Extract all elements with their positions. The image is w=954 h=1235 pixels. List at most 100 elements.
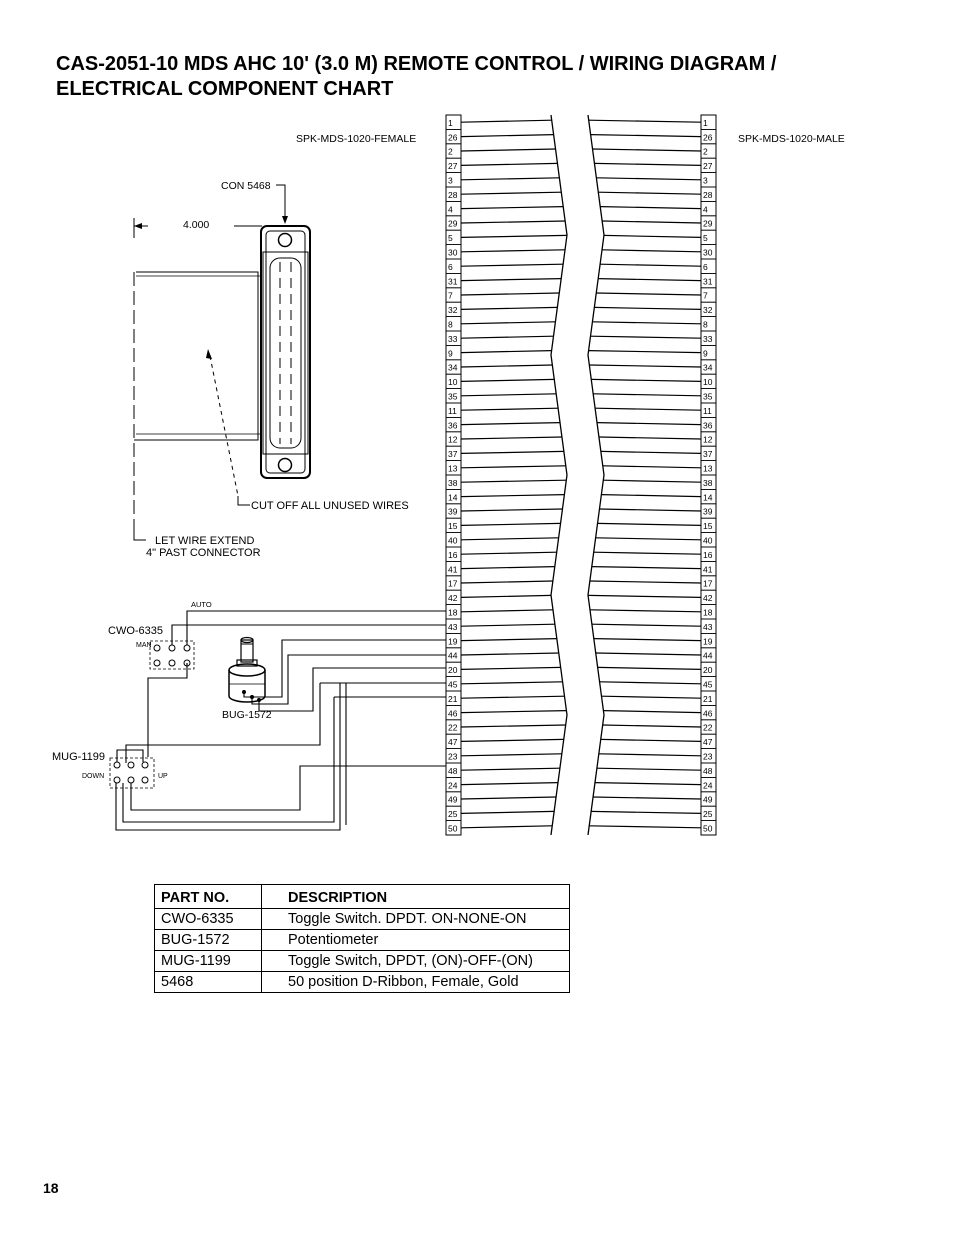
description-cell: Toggle Switch, DPDT, (ON)-OFF-(ON) xyxy=(261,950,570,972)
switch1-man-label: MAN xyxy=(136,642,152,649)
female-pin-label: 29 xyxy=(448,219,458,229)
chart-header-row: PART NO. DESCRIPTION xyxy=(154,884,570,909)
description-cell: 50 position D-Ribbon, Female, Gold xyxy=(261,971,570,993)
part-number-cell: MUG-1199 xyxy=(154,950,262,972)
female-pin-label: 40 xyxy=(448,536,458,546)
ribbon-wire-right xyxy=(590,134,702,138)
ribbon-wire-right xyxy=(597,666,702,670)
male-pin-label: 23 xyxy=(703,752,713,762)
ribbon-wire-right xyxy=(599,681,702,685)
ribbon-wire-right xyxy=(599,508,702,512)
ribbon-wire-left xyxy=(460,494,565,498)
description-cell: Potentiometer xyxy=(261,929,570,951)
ribbon-wire-left xyxy=(460,350,552,354)
female-pin-label: 32 xyxy=(448,305,458,315)
female-pin-strip: 1262273284295306317328339341035113612371… xyxy=(445,114,462,836)
ribbon-wire-right xyxy=(594,306,702,310)
table-row: 5468 50 position D-Ribbon, Female, Gold xyxy=(154,971,570,993)
male-pin-label: 15 xyxy=(703,521,713,531)
male-pin-label: 46 xyxy=(703,708,713,718)
ribbon-wires xyxy=(460,114,702,836)
ribbon-wire-right xyxy=(588,119,702,123)
female-pin-label: 22 xyxy=(448,723,458,733)
male-pin-label: 19 xyxy=(703,636,713,646)
ribbon-break-left xyxy=(550,114,568,836)
female-pin-label: 45 xyxy=(448,680,458,690)
male-pin-label: 47 xyxy=(703,737,713,747)
female-pin-label: 23 xyxy=(448,752,458,762)
ribbon-wire-right xyxy=(602,724,702,728)
ribbon-wire-left xyxy=(460,796,556,800)
title-line-2: ELECTRICAL COMPONENT CHART xyxy=(56,78,394,100)
ribbon-wire-left xyxy=(460,378,555,382)
ribbon-wire-left xyxy=(460,566,555,570)
header-description: DESCRIPTION xyxy=(261,884,570,909)
female-pin-label: 49 xyxy=(448,795,458,805)
female-pin-label: 16 xyxy=(448,550,458,560)
female-pin-label: 20 xyxy=(448,665,458,675)
female-pin-label: 3 xyxy=(448,176,453,186)
male-pin-label: 37 xyxy=(703,449,713,459)
male-pin-label: 11 xyxy=(703,406,712,416)
ribbon-wire-left xyxy=(460,335,554,339)
female-pin-label: 11 xyxy=(448,406,457,416)
female-pin-label: 12 xyxy=(448,435,458,445)
ribbon-wire-left xyxy=(460,753,562,757)
ribbon-wire-right xyxy=(603,465,702,469)
male-connector-label: SPK-MDS-1020-MALE xyxy=(738,133,845,145)
ribbon-wire-right xyxy=(592,623,702,627)
ribbon-wire-left xyxy=(460,422,561,426)
ribbon-wire-right xyxy=(603,234,702,238)
male-pin-label: 24 xyxy=(703,780,713,790)
ribbon-wire-left xyxy=(460,393,557,397)
female-pin-label: 5 xyxy=(448,233,453,243)
ribbon-wire-right xyxy=(590,335,702,339)
male-pin-label: 3 xyxy=(703,176,708,186)
ribbon-wire-left xyxy=(460,594,552,598)
female-pin-label: 10 xyxy=(448,377,458,387)
male-pin-label: 5 xyxy=(703,233,708,243)
ribbon-wire-left xyxy=(460,738,564,742)
female-pin-label: 15 xyxy=(448,521,458,531)
ribbon-wire-right xyxy=(598,753,702,757)
male-pin-label: 48 xyxy=(703,766,713,776)
ribbon-wire-right xyxy=(599,436,702,440)
male-pin-label: 27 xyxy=(703,161,713,171)
ribbon-wire-left xyxy=(460,479,567,483)
mug-1199-switch: MUG-1199 DOWN UP xyxy=(52,751,168,789)
switch1-label: CWO-6335 xyxy=(108,625,163,637)
ribbon-wire-left xyxy=(460,162,558,166)
ribbon-wire-left xyxy=(460,623,556,627)
female-pin-label: 9 xyxy=(448,348,453,358)
ribbon-wire-left xyxy=(460,465,567,469)
ribbon-wire-left xyxy=(460,148,556,152)
pot-label: BUG-1572 xyxy=(222,709,272,721)
male-pin-strip: 1262273284295306317328339341035113612371… xyxy=(700,114,717,836)
ribbon-wire-left xyxy=(460,364,553,368)
ribbon-wire-right xyxy=(592,796,702,800)
ribbon-wire-right xyxy=(601,695,702,699)
ribbon-wire-left xyxy=(460,782,558,786)
switch2-label: MUG-1199 xyxy=(52,751,105,763)
part-number-cell: CWO-6335 xyxy=(154,908,262,930)
female-pin-label: 17 xyxy=(448,579,458,589)
female-pin-label: 19 xyxy=(448,636,458,646)
ribbon-wire-left xyxy=(460,580,553,584)
female-pin-label: 30 xyxy=(448,248,458,258)
ribbon-wire-right xyxy=(596,177,702,181)
female-pin-label: 37 xyxy=(448,449,458,459)
ribbon-wire-left xyxy=(460,652,560,656)
ribbon-wire-left xyxy=(460,551,557,555)
female-pin-label: 13 xyxy=(448,464,458,474)
female-pin-label: 47 xyxy=(448,737,458,747)
male-pin-label: 6 xyxy=(703,262,708,272)
ribbon-wire-left xyxy=(460,263,563,267)
female-pin-label: 39 xyxy=(448,507,458,517)
switch2-down-label: DOWN xyxy=(82,773,104,780)
ribbon-wire-right xyxy=(589,364,702,368)
male-pin-label: 35 xyxy=(703,392,713,402)
ribbon-wire-right xyxy=(594,782,702,786)
ribbon-wire-left xyxy=(460,537,559,541)
ribbon-wire-left xyxy=(460,407,559,411)
female-pin-label: 18 xyxy=(448,608,458,618)
